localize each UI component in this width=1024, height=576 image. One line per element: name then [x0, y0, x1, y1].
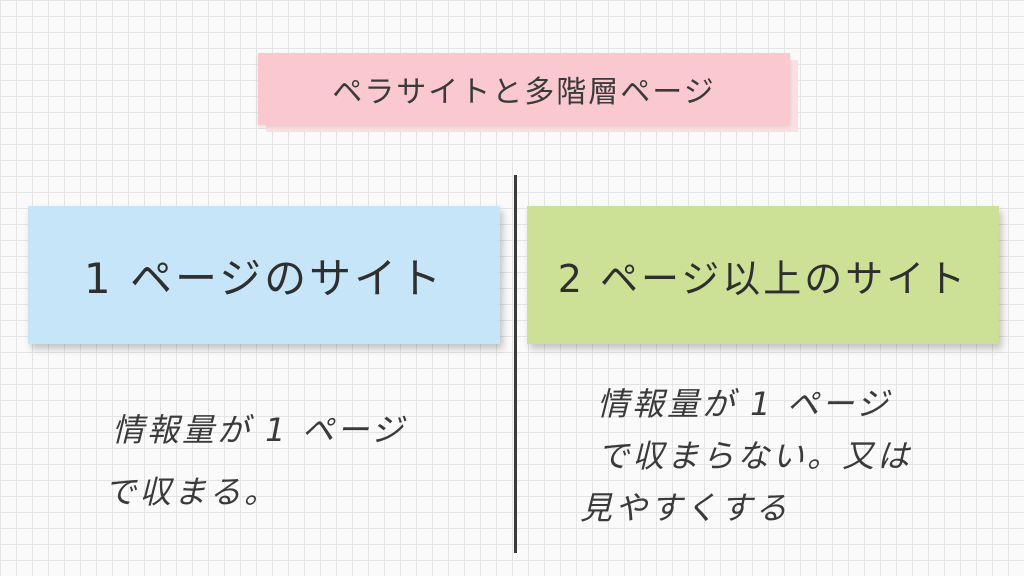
page-title: ペラサイトと多階層ページ: [332, 75, 716, 110]
left-card-heading: 1 ページのサイト: [83, 253, 445, 303]
center-divider: [514, 175, 517, 553]
right-description-line: 見やすくする: [580, 489, 791, 527]
right-description-line: で収まらない。又は: [597, 437, 913, 475]
left-description-line: で収まる。: [104, 473, 280, 511]
left-description-line: 情報量が 1 ページ: [112, 411, 407, 449]
right-card-heading: 2 ページ以上のサイト: [557, 256, 969, 301]
left-card: 1 ページのサイト: [28, 206, 500, 344]
title-box: ペラサイトと多階層ページ: [258, 53, 790, 125]
right-description-line: 情報量が 1 ページ: [597, 385, 892, 423]
right-card: 2 ページ以上のサイト: [527, 206, 999, 344]
